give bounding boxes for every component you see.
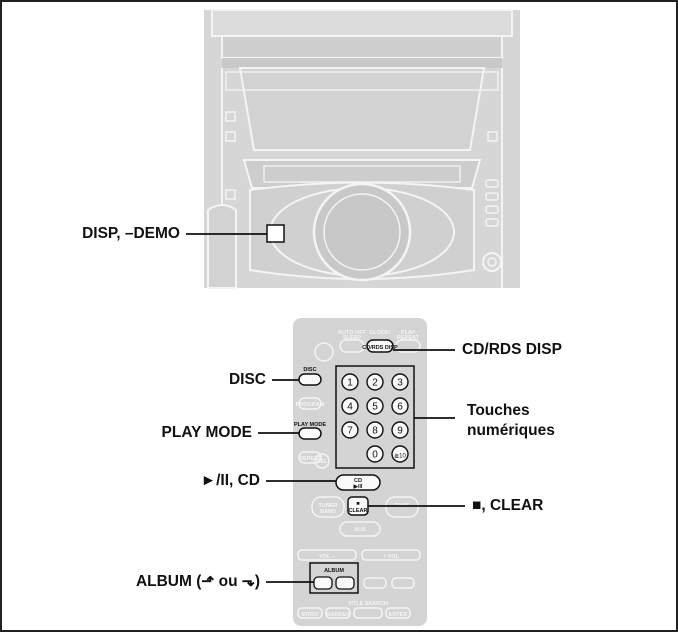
- digit-key-label-5: 6: [397, 402, 403, 413]
- digit-key-6: [341, 421, 359, 439]
- label-play-pause-cd: ►/II, CD: [200, 472, 260, 489]
- remote-album-label: ALBUM: [324, 568, 344, 574]
- cd-play-button: [335, 474, 381, 491]
- remote-marker-label: MARKER: [326, 612, 350, 618]
- numeric-keypad-frame: [335, 365, 415, 469]
- remote-clear-label: CLEAR: [349, 508, 368, 514]
- digit-key-8: [391, 421, 409, 439]
- remote-title-search-label: TITLE SEARCH: [348, 601, 388, 607]
- remote-program-label: PROGRAM: [296, 402, 325, 408]
- numeric-keypad: 1 2 3 4 5 6 7 8 9 0 ≧10: [341, 373, 409, 463]
- remote-vol-minus-label: VOL –: [319, 554, 335, 560]
- remote-stop-label: ■: [356, 501, 359, 507]
- digit-key-2: [391, 373, 409, 391]
- digit-key-label-7: 8: [372, 426, 378, 437]
- remote-play-label: PLAY: [401, 330, 415, 336]
- digit-key-label-6: 7: [347, 426, 353, 437]
- remote-repeat-label: REPEAT: [299, 456, 322, 462]
- remote-clock-label: CLOCK/: [369, 330, 391, 336]
- digit-key-label-0: 1: [347, 378, 353, 389]
- remote-vol-plus-label: + VOL: [383, 554, 400, 560]
- label-album: ALBUM (⬏ ou ⬎): [135, 573, 260, 590]
- digit-key-label-8: 9: [397, 426, 403, 437]
- digit-key-label-2: 3: [397, 378, 403, 389]
- remote-tuner-label: TUNER: [319, 503, 338, 509]
- disp-demo-button: [266, 224, 285, 243]
- digit-key-label-9: 0: [372, 450, 378, 461]
- digit-key-7: [366, 421, 384, 439]
- digit-key-0: [341, 373, 359, 391]
- remote-play-mode-label: PLAY MODE: [294, 422, 326, 428]
- label-play-mode: PLAY MODE: [161, 424, 252, 441]
- main-unit-illustration: [204, 9, 520, 289]
- remote-aux-label: AUX: [354, 527, 366, 533]
- label-touches-line2: numériques: [467, 422, 555, 439]
- digit-key-5: [391, 397, 409, 415]
- disc-button: [298, 373, 322, 386]
- digit-key-9: [366, 445, 384, 463]
- remote-cd-rds-disp-label: CD/RDS DISP: [362, 345, 398, 351]
- remote-cd-playpause-label: ▶/II: [353, 483, 363, 490]
- label-disc: DISC: [228, 371, 266, 388]
- remote-control: 1 2 3 4 5 6 7 8 9 0 ≧10: [293, 318, 427, 626]
- album-down-button: [313, 576, 333, 590]
- cd-rds-disp-button: [366, 339, 394, 353]
- remote-cd-label: CD: [354, 478, 362, 484]
- remote-auto-off-label: AUTO OFF: [338, 330, 367, 336]
- remote-del-label: DEL: [317, 459, 329, 465]
- label-disp-demo: DISP, –DEMO: [82, 225, 180, 242]
- label-cd-rds-disp: CD/RDS DISP: [462, 341, 562, 358]
- remote-disc-label: DISC: [303, 367, 316, 373]
- remote-intro-label: INTRO: [301, 612, 319, 618]
- digit-key-label-4: 5: [372, 402, 378, 413]
- remote-band-label: BAND: [320, 509, 336, 515]
- digit-key-label-3: 4: [347, 402, 353, 413]
- digit-key-label-10: ≧10: [394, 454, 406, 460]
- digit-key-label-1: 2: [372, 378, 378, 389]
- digit-key-3: [341, 397, 359, 415]
- play-mode-button: [298, 427, 322, 440]
- album-group-frame: [309, 562, 359, 594]
- label-stop-clear: ■, CLEAR: [472, 497, 544, 514]
- digit-key-1: [366, 373, 384, 391]
- label-touches-line1: Touches: [467, 402, 530, 419]
- remote-sleep-label: SLEEP: [343, 335, 361, 341]
- digit-key-10: [391, 445, 409, 463]
- remote-enter-label: ENTER: [389, 612, 408, 618]
- album-up-button: [335, 576, 355, 590]
- remote-repeat-top-label: REPEAT: [397, 335, 420, 341]
- digit-key-4: [366, 397, 384, 415]
